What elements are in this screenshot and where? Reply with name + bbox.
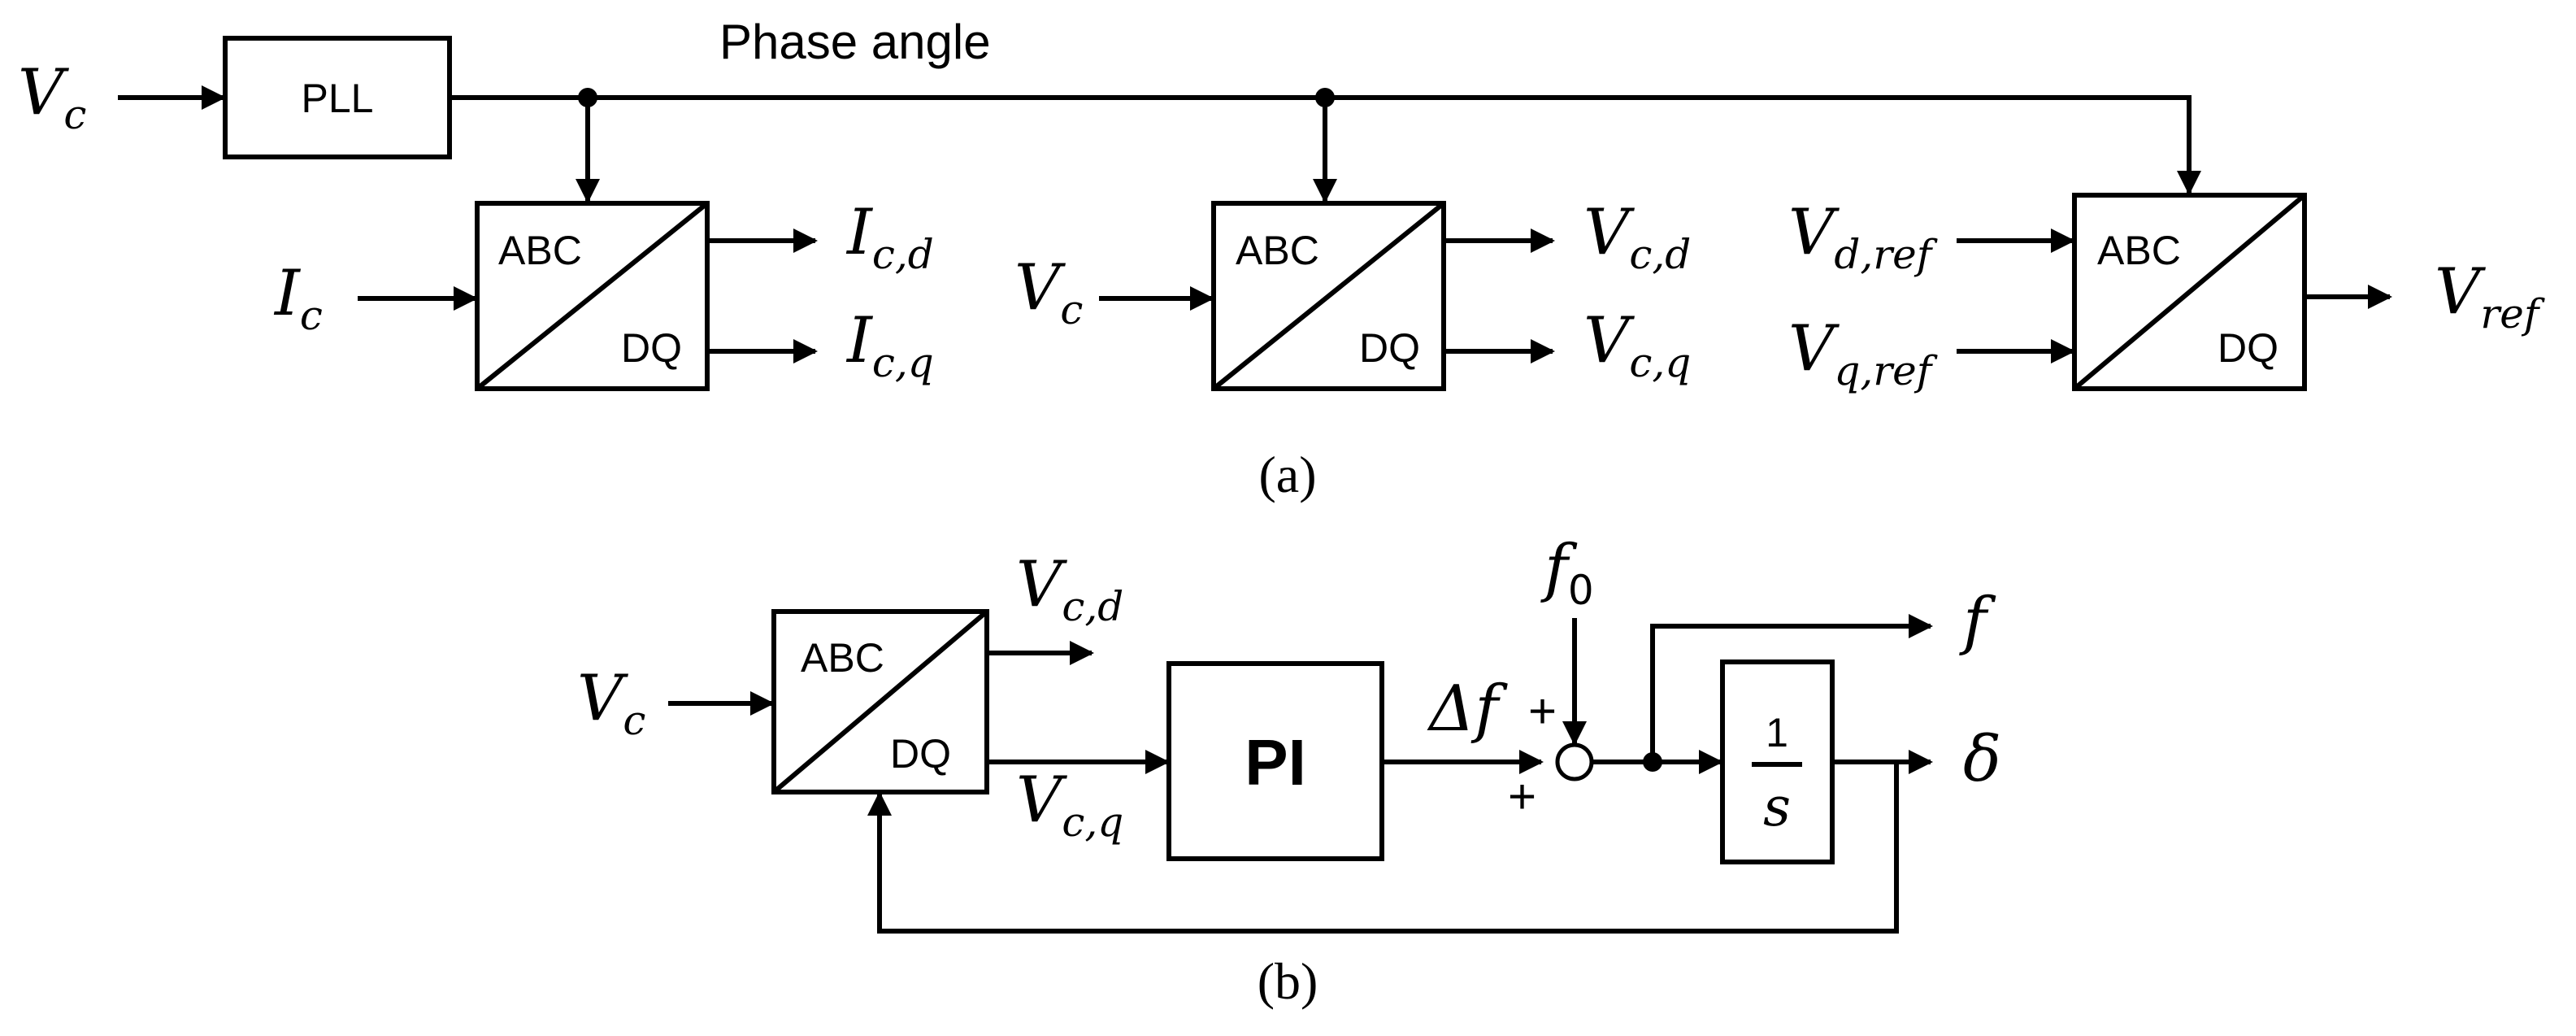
svg-text:DQ: DQ [1359,325,1420,371]
phase-angle-label: Phase angle [719,15,991,69]
delta-f-label: Δf [1427,673,1508,746]
diagram-b: Vc ABC DQ Vc,d Vc,q PI Δf f0 + + [577,532,2001,1010]
vref-output-label: Vref [2435,255,2545,337]
abc-dq-transform: ABC DQ [771,609,989,794]
abc-dq-current-transform: ABC DQ [475,201,710,391]
f0-label: f0 [1540,532,1594,614]
phase-angle-line [450,95,2201,195]
feedback-path [867,762,1899,934]
voltage-d-output-label: Vc,d [1583,196,1691,278]
caption-b: (b) [1258,952,1318,1010]
abc-dq-inverse-transform: ABC DQ [2072,193,2307,391]
svg-text:DQ: DQ [621,325,682,371]
svg-text:ABC: ABC [2097,228,2181,273]
f-output-arrow [1650,614,1933,762]
svg-text:ABC: ABC [801,635,884,681]
vc-input-label: Vc [577,662,645,744]
pll-input-label: Vc [18,56,86,138]
current-d-output-label: Ic,d [845,196,934,278]
voltage-q-output-label: Vc,q [1583,304,1691,386]
diagram-a: Vc PLL Phase angle ABC DQ Ic Ic,d Ic,q A… [18,15,2545,503]
vq-ref-input-label: Vq,ref [1788,312,1938,394]
summing-junction [1555,742,1594,781]
vcq-output-label: Vc,q [1016,764,1123,846]
plus-sign-bottom: + [1508,769,1536,824]
voltage-input-label: Vc [1014,251,1083,333]
pi-controller-label: PI [1245,726,1306,799]
abc-dq-voltage-transform: ABC DQ [1211,201,1446,391]
svg-text:ABC: ABC [1236,228,1319,273]
svg-text:DQ: DQ [2218,325,2278,371]
caption-a: (a) [1258,446,1316,503]
vcd-output-label: Vc,d [1016,548,1123,630]
pll-block-label: PLL [302,76,374,121]
integrator-denominator: s [1763,776,1791,838]
delta-output-label: δ [1963,723,2001,796]
current-input-label: Ic [273,257,323,339]
f-output-label: f [1959,585,1996,658]
current-q-output-label: Ic,q [845,304,934,386]
integrator-numerator: 1 [1766,710,1788,755]
plus-sign-top: + [1528,684,1557,738]
svg-text:ABC: ABC [498,228,582,273]
svg-text:DQ: DQ [890,731,951,777]
vd-ref-input-label: Vd,ref [1788,196,1938,278]
